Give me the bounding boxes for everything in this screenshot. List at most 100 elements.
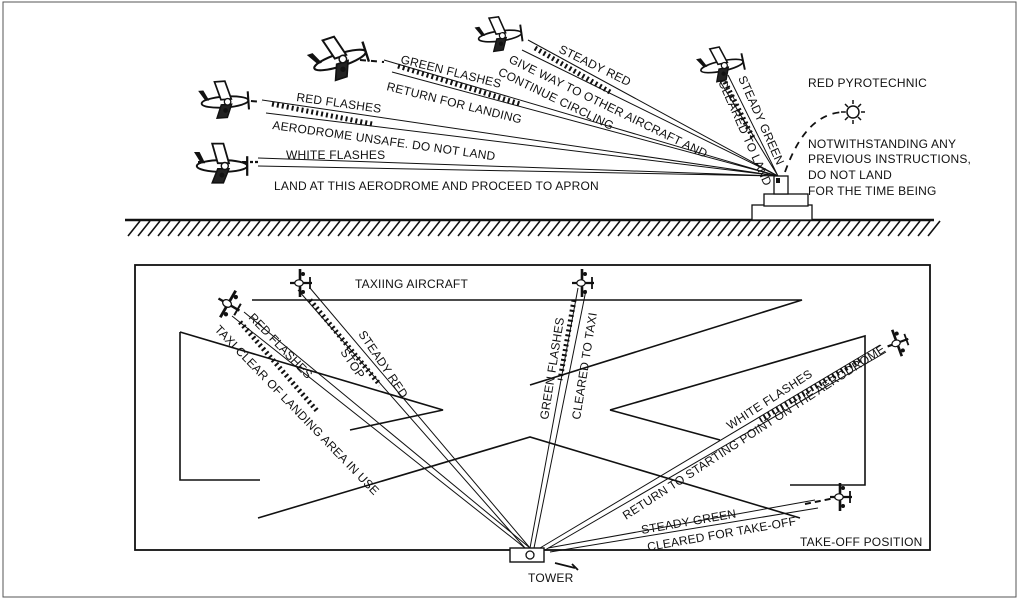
- hatch-line: [197, 220, 211, 237]
- ground-hatching: [127, 220, 941, 237]
- hatch-line: [317, 220, 331, 237]
- ground-section: TAXIING AIRCRAFT TAKE-OFF POSITION TOWER…: [134, 264, 931, 585]
- air-white-flashes-meaning: LAND AT THIS AERODROME AND PROCEED TO AP…: [274, 179, 599, 193]
- hatch-line: [567, 220, 581, 237]
- airplane-icon: [881, 324, 915, 361]
- hatch-line: [337, 220, 351, 237]
- hatch-line: [327, 220, 341, 237]
- pyrotechnic-line-4: FOR THE TIME BEING: [808, 184, 937, 198]
- hatch-line: [487, 220, 501, 237]
- hatch-line: [807, 220, 821, 237]
- pyrotechnic-line-2: PREVIOUS INSTRUCTIONS,: [808, 152, 971, 166]
- pyrotechnic-line-1: NOTWITHSTANDING ANY: [808, 137, 956, 151]
- airplane-icon: [209, 283, 249, 326]
- ground-green-flashes-meaning: CLEARED TO TAXI: [569, 311, 600, 420]
- hatch-line: [457, 220, 471, 237]
- hatch-line: [867, 220, 881, 237]
- pyrotechnic-line-3: DO NOT LAND: [808, 168, 892, 182]
- hatch-line: [627, 220, 641, 237]
- hatch-line: [887, 220, 901, 237]
- airplane-icon: [570, 267, 596, 299]
- hatch-line: [647, 220, 661, 237]
- hatch-line: [347, 220, 361, 237]
- hatch-line: [697, 220, 711, 237]
- hatch-line: [137, 220, 151, 237]
- hatch-line: [557, 220, 571, 237]
- hatch-line: [397, 220, 411, 237]
- hatch-line: [517, 220, 531, 237]
- hatch-line: [227, 220, 241, 237]
- hatch-line: [467, 220, 481, 237]
- hatch-line: [827, 220, 841, 237]
- hatch-line: [777, 220, 791, 237]
- ground-red-flashes-meaning: TAXI CLEAR OF LANDING AREA IN USE: [212, 322, 382, 497]
- pyrotechnic-flare: [784, 100, 865, 173]
- ground-beams: [231, 287, 887, 553]
- hatch-line: [907, 220, 921, 237]
- airplane-icon: [302, 27, 373, 88]
- airplane-icon: [192, 142, 249, 184]
- hatch-line: [287, 220, 301, 237]
- hatch-line: [657, 220, 671, 237]
- air-green-flashes-meaning: RETURN FOR LANDING: [385, 79, 523, 126]
- hatch-line: [437, 220, 451, 237]
- taxiing-aircraft-label: TAXIING AIRCRAFT: [355, 277, 468, 291]
- runway-markings: [179, 299, 866, 519]
- hatch-line: [297, 220, 311, 237]
- hatch-line: [207, 220, 221, 237]
- tower-label: TOWER: [528, 571, 574, 585]
- airplane-icon: [472, 13, 525, 55]
- hatch-line: [497, 220, 511, 237]
- hatch-line: [707, 220, 721, 237]
- hatch-line: [927, 220, 941, 237]
- hatch-line: [247, 220, 261, 237]
- hatch-line: [547, 220, 561, 237]
- hatch-line: [617, 220, 631, 237]
- hatch-line: [387, 220, 401, 237]
- air-white-flashes-label: WHITE FLASHES: [286, 148, 385, 162]
- hatch-line: [447, 220, 461, 237]
- hatch-line: [417, 220, 431, 237]
- airplane-icon: [288, 267, 314, 299]
- hatch-line: [477, 220, 491, 237]
- hatch-line: [597, 220, 611, 237]
- hatch-line: [217, 220, 231, 237]
- hatch-line: [177, 220, 191, 237]
- frame-border: [2, 1, 1017, 598]
- hatch-line: [257, 220, 271, 237]
- hatch-line: [787, 220, 801, 237]
- airplane-icon: [196, 78, 251, 121]
- hatch-line: [267, 220, 281, 237]
- hatch-line: [367, 220, 381, 237]
- hatch-line: [857, 220, 871, 237]
- air-section: WHITE FLASHES LAND AT THIS AERODROME AND…: [125, 13, 971, 237]
- hatch-line: [837, 220, 851, 237]
- hatch-line: [157, 220, 171, 237]
- hatch-line: [127, 220, 141, 237]
- airplane-icon: [828, 481, 854, 513]
- hatch-line: [917, 220, 931, 237]
- hatch-line: [577, 220, 591, 237]
- hatch-line: [687, 220, 701, 237]
- hatch-line: [757, 220, 771, 237]
- control-tower-ground: [509, 547, 579, 571]
- hatch-line: [797, 220, 811, 237]
- pyrotechnic-title: RED PYROTECHNIC: [808, 76, 927, 90]
- hatch-line: [737, 220, 751, 237]
- hatch-line: [407, 220, 421, 237]
- hatch-line: [377, 220, 391, 237]
- hatch-line: [537, 220, 551, 237]
- hatch-line: [307, 220, 321, 237]
- hatch-line: [677, 220, 691, 237]
- hatch-line: [277, 220, 291, 237]
- hatch-line: [727, 220, 741, 237]
- hatch-line: [767, 220, 781, 237]
- hatch-line: [427, 220, 441, 237]
- control-tower-air: [751, 175, 813, 221]
- hatch-line: [357, 220, 371, 237]
- hatch-line: [507, 220, 521, 237]
- hatch-line: [667, 220, 681, 237]
- hatch-line: [237, 220, 251, 237]
- takeoff-position-label: TAKE-OFF POSITION: [800, 535, 923, 549]
